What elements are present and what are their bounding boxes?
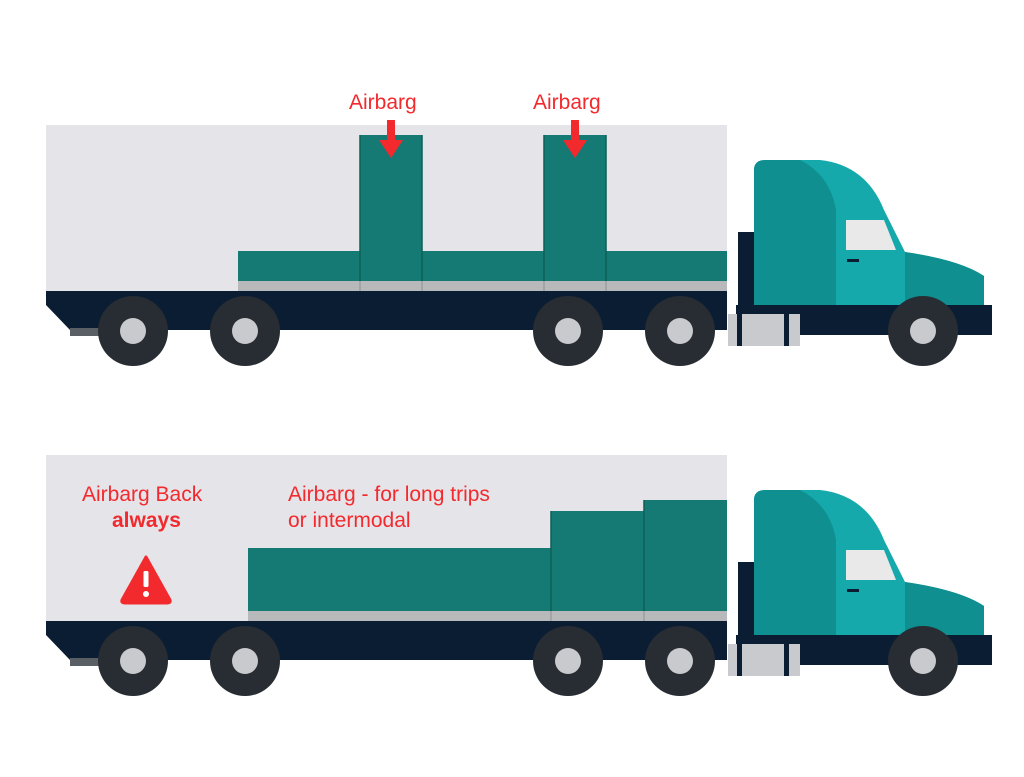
wheels <box>98 296 958 366</box>
warning-icon <box>120 555 172 605</box>
mudflap-rear <box>70 328 110 336</box>
airbag-label-1: Airbarg <box>349 91 417 114</box>
airbag-label-2: Airbarg <box>533 91 601 114</box>
cargo-long <box>248 548 551 611</box>
bottom-truck <box>46 455 992 696</box>
wheels <box>98 626 958 696</box>
always-label: always <box>112 509 181 532</box>
cargo-low <box>238 251 727 281</box>
long-trips-label-line1: Airbarg - for long trips <box>288 483 490 506</box>
down-arrow-icon <box>379 120 403 158</box>
airbag-block-2 <box>544 135 606 281</box>
mudflap-rear <box>70 658 110 666</box>
down-arrow-icon <box>563 120 587 158</box>
long-trips-label-line2: or intermodal <box>288 509 411 532</box>
cargo-mid <box>551 511 644 611</box>
cab-window <box>846 220 896 250</box>
top-truck <box>46 120 992 366</box>
pallet-strip <box>248 611 727 621</box>
pallet-strip <box>238 281 727 291</box>
airbag-block-1 <box>360 135 422 281</box>
cargo-back <box>644 500 727 611</box>
door-handle <box>847 259 859 262</box>
airbag-back-label: Airbarg Back <box>82 483 203 506</box>
cab-window <box>846 550 896 580</box>
door-handle <box>847 589 859 592</box>
